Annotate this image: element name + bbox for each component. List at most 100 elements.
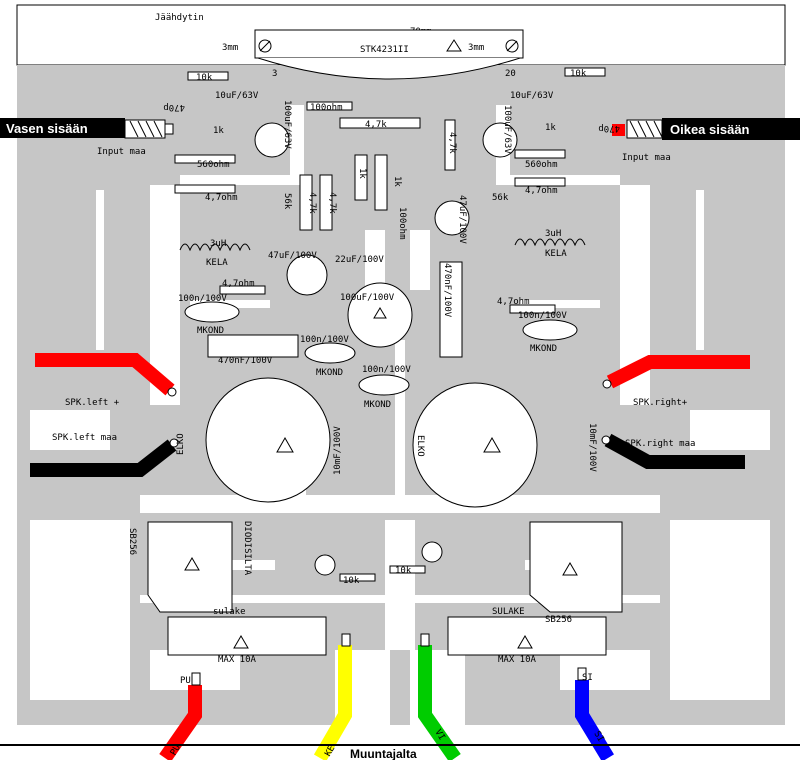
power-section: SB256 DIODISILTA 10k 10k sulake MAX 10A …	[127, 521, 623, 665]
fuse-left-rating: MAX 10A	[218, 655, 257, 665]
screw-left-label: 3mm	[222, 43, 238, 53]
spk-left-plus: SPK.left +	[65, 398, 120, 408]
r-56k-right: 56k	[492, 193, 509, 203]
r-4k7-v: 4,7k	[447, 132, 457, 154]
wire-vi	[418, 645, 461, 760]
c-100n-mid: 100n/100V	[300, 335, 349, 345]
input-right-marker	[612, 124, 625, 136]
input-right: Oikea sisään Input maa	[612, 118, 800, 163]
diode-bridge: DIODISILTA	[242, 521, 252, 576]
components-top: 10k 10k 470p 470p 10uF/63V 10uF/63V 100o…	[163, 67, 620, 244]
c-100n-right: 100n/100V	[518, 311, 567, 321]
r-4k7-left-v: 4,7k	[307, 192, 317, 214]
ic-stk4231: STK4231II 3 20 3mm 3mm	[222, 29, 524, 80]
wire-label-si: SI	[591, 730, 605, 744]
input-left-label: Vasen sisään	[6, 121, 88, 136]
speaker-wires: SPK.left + SPK.left maa SPK.right+ SPK.r…	[30, 353, 750, 477]
spk-right-gnd-wire	[604, 433, 745, 469]
ic-pin-3: 3	[272, 69, 277, 79]
fuse-right: SULAKE	[492, 607, 525, 617]
mkond-left: MKOND	[197, 326, 224, 336]
c-100n-mid2: 100n/100V	[362, 365, 411, 375]
r-4k7-left-v2: 4,7k	[327, 192, 337, 214]
r-10k-bottom-a: 10k	[343, 576, 360, 586]
spk-left-gnd-wire	[30, 439, 177, 477]
r-4k7-h: 4,7k	[365, 120, 387, 130]
warning-icon	[562, 562, 578, 576]
heatsink-label: Jäähdytin	[155, 13, 204, 23]
spk-left-plus-wire	[35, 353, 175, 396]
wire-label-vi: VI	[432, 728, 446, 742]
coils: 3uH KELA 3uH KELA	[179, 229, 586, 268]
elko-left: ELKO	[176, 433, 186, 455]
r-56k-left: 56k	[282, 193, 292, 210]
r-4-7ohm-mid-left: 4,7ohm	[222, 279, 255, 289]
elko-right-val: 10mF/100V	[587, 423, 597, 472]
wire-label-pu: PU	[169, 743, 183, 757]
coil-right-value: 3uH	[545, 229, 561, 239]
r-10k-bottom-b: 10k	[395, 566, 412, 576]
fuse-left: sulake	[213, 607, 246, 617]
pad-si: SI	[582, 673, 593, 683]
warning-icon	[517, 635, 533, 649]
ic-name: STK4231II	[360, 45, 409, 55]
warning-icon	[446, 39, 462, 52]
fuse-right-rating: MAX 10A	[498, 655, 537, 665]
r-10k-left: 10k	[196, 73, 213, 83]
c-10u63-left: 10uF/63V	[215, 91, 259, 101]
coil-left-value: 3uH	[210, 239, 226, 249]
pad-pu: PU	[180, 676, 191, 686]
pcb-board	[17, 65, 785, 725]
warning-icon	[276, 436, 294, 453]
c-470n-h: 470nF/100V	[218, 356, 273, 366]
c-47u-right: 47uF/100V	[457, 195, 467, 244]
c-22u: 22uF/100V	[335, 255, 384, 265]
input-left-ground: Input maa	[97, 147, 146, 157]
input-right-label: Oikea sisään	[670, 122, 750, 137]
c-470p-left: 470p	[163, 102, 185, 112]
warning-icon	[373, 307, 387, 319]
coil-right-name: KELA	[545, 249, 567, 259]
c-470p-right: 470p	[598, 123, 620, 133]
r-560-left: 560ohm	[197, 160, 230, 170]
r-100ohm-top: 100ohm	[310, 103, 343, 113]
bridge-right: SB256	[545, 615, 572, 625]
ic-pin-20: 20	[505, 69, 516, 79]
r-1k-right: 1k	[545, 123, 556, 133]
spk-right-gnd: SPK.right maa	[625, 439, 695, 449]
transformer-title: Muuntajalta	[350, 747, 417, 760]
r-1k-left: 1k	[213, 126, 224, 136]
spk-right-plus-wire	[606, 355, 750, 389]
warning-icon	[233, 635, 249, 649]
components-middle: 47uF/100V 22uF/100V 470nF/100V 4,7ohm 4,…	[178, 251, 578, 410]
r-100ohm-v: 100ohm	[397, 207, 407, 240]
input-right-ground: Input maa	[622, 153, 671, 163]
c-100u63-left: 100uF/63V	[282, 100, 292, 149]
bridge-left: SB256	[127, 528, 137, 555]
screw-right-label: 3mm	[468, 43, 484, 53]
r-1k-mid-b: 1k	[392, 176, 402, 187]
wire-si	[575, 680, 614, 760]
mkond-mid2: MKOND	[364, 400, 391, 410]
elko-right: ELKO	[415, 435, 425, 457]
transformer-wires: PU SI PU KE VI SI	[159, 633, 614, 760]
r-10k-right: 10k	[570, 69, 587, 79]
c-100u63-right: 100uF/63V	[502, 105, 512, 154]
c-100u-center: 100uF/100V	[340, 293, 395, 303]
spk-right-plus: SPK.right+	[633, 398, 688, 408]
spk-left-gnd: SPK.left maa	[52, 433, 117, 443]
r-4-7ohm-mid-right: 4,7ohm	[497, 297, 530, 307]
warning-icon	[483, 436, 501, 453]
wire-label-ke: KE	[323, 744, 337, 758]
c-10u63-right: 10uF/63V	[510, 91, 554, 101]
c-47u-left: 47uF/100V	[268, 251, 317, 261]
r-4-7ohm-left: 4,7ohm	[205, 193, 238, 203]
warning-icon	[184, 557, 200, 571]
r-1k-mid-a: 1k	[357, 168, 367, 179]
c-100n-left: 100n/100V	[178, 294, 227, 304]
r-4-7ohm-right: 4,7ohm	[525, 186, 558, 196]
c-470n-v: 470nF/100V	[442, 263, 452, 318]
mkond-mid: MKOND	[316, 368, 343, 378]
coil-left-name: KELA	[206, 258, 228, 268]
